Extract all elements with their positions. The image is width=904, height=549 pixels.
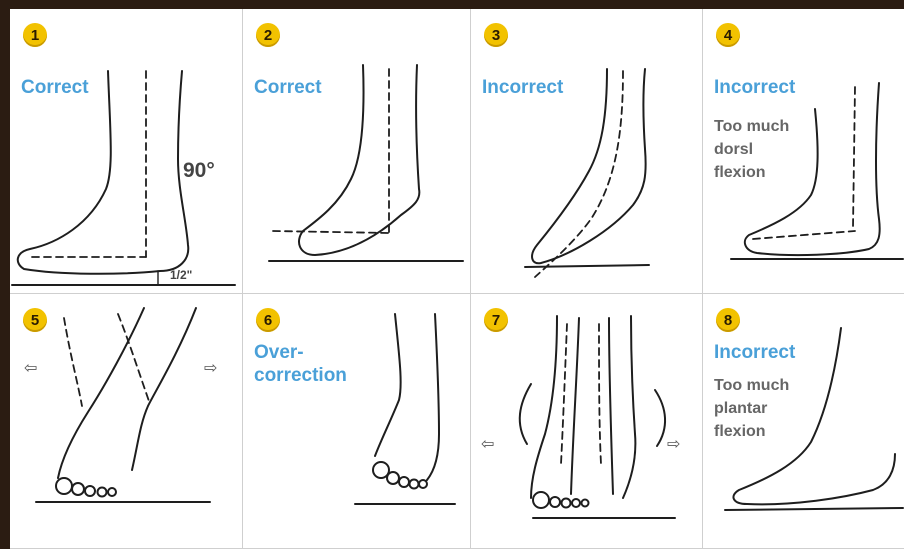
foot-drawing-incorrect [471,9,703,294]
foot-position-grid: 1 Correct 90° 1/2" 2 Correct 3 Incorrect [10,9,904,549]
panel-7: 7 ⇦ ⇨ [471,294,703,549]
foot-drawing-incorrect [703,9,904,294]
foot-drawing-correct [243,9,471,294]
foot-drawing-front-view [10,294,243,549]
panel-5: 5 ⇦ ⇨ [10,294,243,549]
panel-4: 4 Incorrect Too much dorsl flexion [703,9,904,294]
foot-drawing-front-view [471,294,703,549]
panel-2: 2 Correct [243,9,471,294]
panel-3: 3 Incorrect [471,9,703,294]
foot-drawing-correct [10,9,243,294]
foot-drawing-overcorrection [243,294,471,549]
panel-1: 1 Correct 90° 1/2" [10,9,243,294]
foot-drawing-incorrect [703,294,904,549]
panel-6: 6 Over- correction [243,294,471,549]
panel-8: 8 Incorrect Too much plantar flexion [703,294,904,549]
